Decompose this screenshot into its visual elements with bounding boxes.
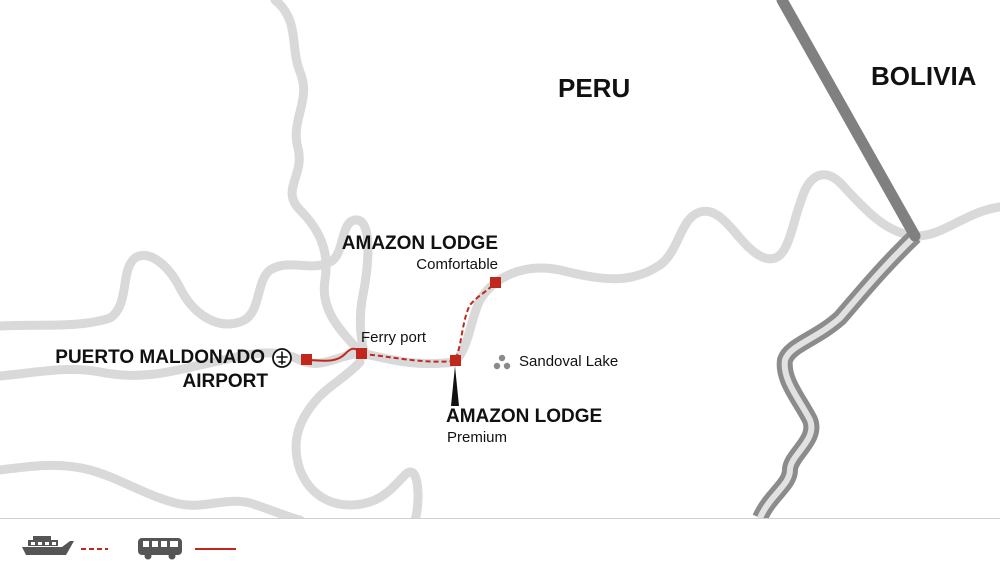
lodge-comfortable-name: AMAZON LODGE <box>341 233 498 254</box>
bus-icon <box>138 538 182 560</box>
river-bolivia-outer <box>752 230 921 522</box>
river-south <box>291 357 423 525</box>
ferry-port-label: Ferry port <box>361 329 427 346</box>
lodge-premium-tier: Premium <box>447 429 508 446</box>
river-bolivia-inner <box>757 233 918 520</box>
plane-icon <box>272 348 292 368</box>
lake-dots-icon <box>493 354 511 370</box>
marker-lodge-premium[interactable] <box>450 355 461 366</box>
marker-airport[interactable] <box>301 354 312 365</box>
sandoval-lake-label: Sandoval Lake <box>519 353 619 370</box>
river-west <box>0 215 373 360</box>
country-label-bolivia: BOLIVIA <box>871 61 977 91</box>
marker-lodge-comfortable[interactable] <box>490 277 501 288</box>
river-southwest <box>0 460 305 525</box>
premium-pointer <box>451 366 459 406</box>
boat-icon <box>22 536 74 555</box>
lodge-comfortable-tier: Comfortable <box>416 256 498 273</box>
airport-label-line1: PUERTO MALDONADO <box>55 347 265 368</box>
legend <box>0 518 1000 575</box>
airport-label-line2: AIRPORT <box>182 371 269 392</box>
peru-bolivia-border <box>776 0 921 242</box>
route-boat <box>361 281 496 363</box>
marker-ferry-port[interactable] <box>356 348 367 359</box>
lodge-premium-name: AMAZON LODGE <box>446 406 603 427</box>
country-label-peru: PERU <box>558 73 631 103</box>
river-main <box>0 170 1000 381</box>
river-north <box>270 0 365 357</box>
